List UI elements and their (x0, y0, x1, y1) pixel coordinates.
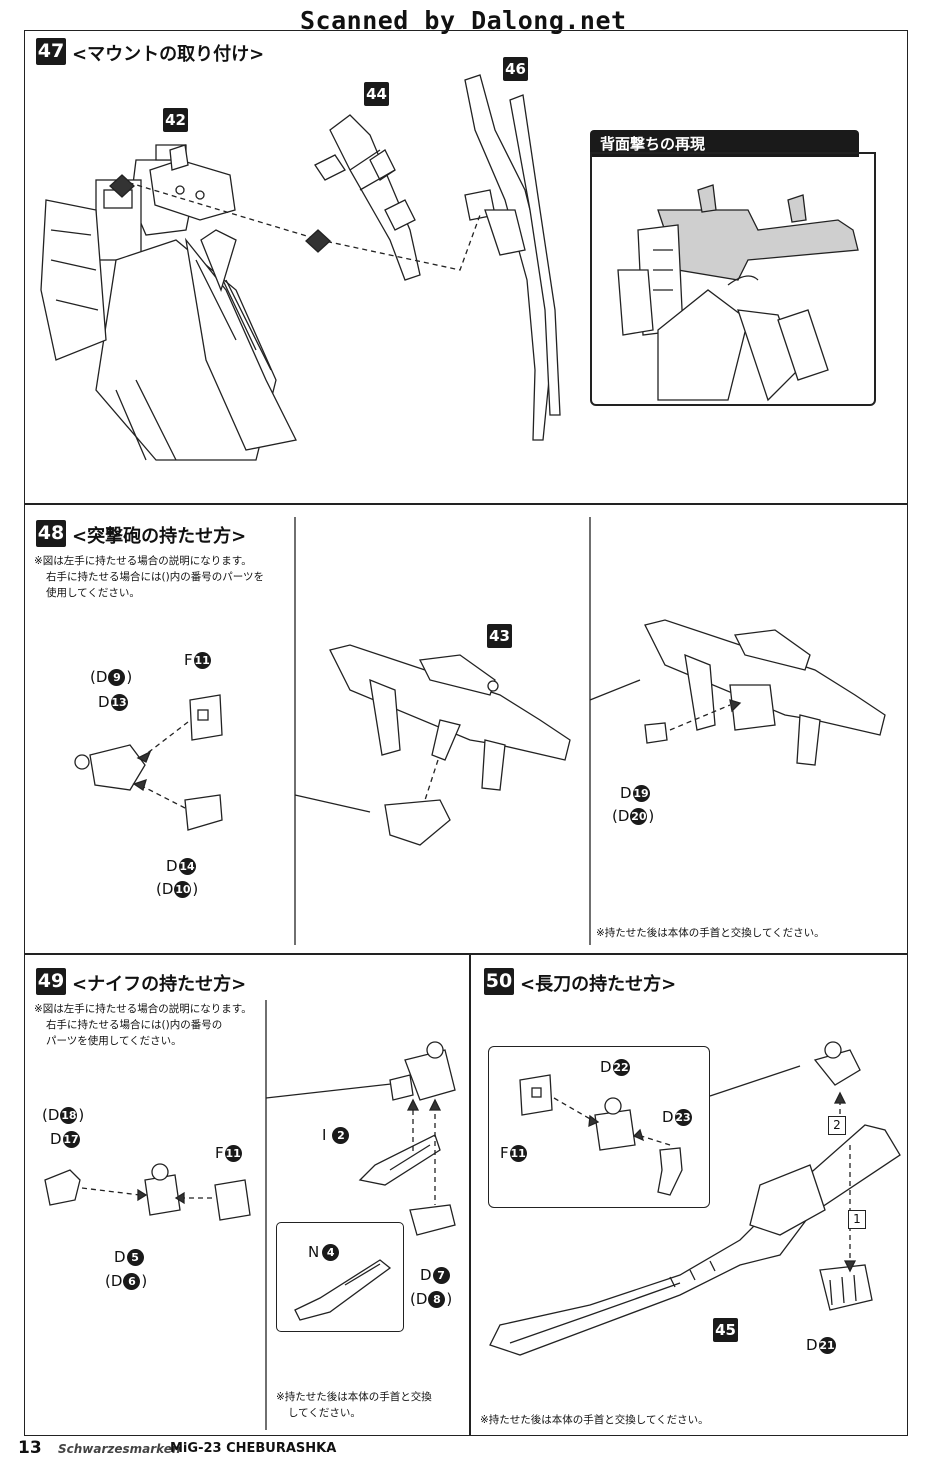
step-48-divider-lines (294, 517, 641, 945)
part-d20-number: 20 (630, 807, 648, 825)
part-42-label: 42 (163, 108, 188, 132)
part-f11-number-step50: 11 (509, 1144, 527, 1162)
knife-alt-illustration (294, 1259, 392, 1321)
step-48-note-line-1: ※図は左手に持たせる場合の説明になります。 (34, 555, 252, 567)
step-49-note-line-3: パーツを使用してください。 (46, 1035, 182, 1047)
step-49-panel (24, 954, 470, 1436)
assault-gun-grip-illustration (644, 619, 886, 766)
part-d17-number: 17 (62, 1130, 80, 1148)
part-45-label: 45 (713, 1318, 738, 1342)
step-49-note-line-2: 右手に持たせる場合には()内の番号の (46, 1019, 223, 1031)
part-d23-number: 23 (674, 1108, 692, 1126)
part-d9-number: 9 (108, 668, 126, 686)
part-d8-number: 8 (428, 1290, 446, 1308)
step-48-note-line-2: 右手に持たせる場合には()内の番号のパーツを (46, 571, 264, 583)
step-47-title: <マウントの取り付け> (72, 44, 265, 65)
footer-model: MiG-23 CHEBURASHKA (170, 1441, 337, 1456)
part-d18-number: 18 (60, 1106, 78, 1124)
part-d5-number: 5 (126, 1248, 144, 1266)
part-f11-number-step49: 11 (224, 1144, 242, 1162)
part-d21-number: 21 (818, 1336, 836, 1354)
part-n4-number: 4 (322, 1243, 340, 1261)
step-47-panel (24, 30, 908, 504)
knife-illustration (358, 1041, 456, 1236)
part-43-label: 43 (487, 624, 512, 648)
part-d22-number: 22 (612, 1058, 630, 1076)
part-d14-number: 14 (178, 857, 196, 875)
order-step-2: 2 (828, 1116, 846, 1135)
step-50-hand-assembly-illustration (519, 1074, 683, 1196)
part-d13-number: 13 (110, 693, 128, 711)
step-49-note-line-1: ※図は左手に持たせる場合の説明になります。 (34, 1003, 252, 1015)
step-48-panel (24, 504, 908, 954)
part-d6-number: 6 (123, 1272, 141, 1290)
step-50-title: <長刀の持たせ方> (520, 974, 677, 995)
step-50-panel (470, 954, 908, 1436)
assault-gun-illustration (329, 644, 571, 846)
part-46-label: 46 (503, 57, 528, 81)
step-47-number: 47 (36, 38, 66, 65)
step-50-hand-subpanel (488, 1046, 710, 1208)
step-49-hand-assembly-illustration (44, 1163, 251, 1221)
footer-series: Schwarzesmarken (58, 1442, 181, 1456)
part-i2-number: 2 (332, 1126, 350, 1144)
knife-alt-subpanel (276, 1222, 404, 1332)
part-d10-number: 10 (174, 880, 192, 898)
page-number: 13 (18, 1438, 42, 1458)
step-48-hand-assembly-illustration (74, 694, 223, 831)
step-48-title: <突撃砲の持たせ方> (72, 526, 247, 547)
inset-rear-fire-panel (590, 152, 876, 406)
part-d7-number: 7 (432, 1266, 450, 1284)
order-step-1: 1 (848, 1210, 866, 1229)
step-47-assembly-lines (109, 174, 481, 271)
sword-part-illustration (464, 74, 561, 441)
step-48-note-line-3: 使用してください。 (46, 587, 140, 599)
step-49-title: <ナイフの持たせ方> (72, 974, 247, 995)
inset-rear-fire-illustration (617, 184, 859, 402)
long-sword-illustration (489, 1041, 901, 1356)
step-48-number: 48 (36, 520, 66, 547)
step-49-number: 49 (36, 968, 66, 995)
step-50-number: 50 (484, 968, 514, 995)
part-d19-number: 19 (632, 784, 650, 802)
step-49-footnote-line-2: してください。 (288, 1407, 361, 1419)
part-f11-number-step48: 11 (193, 651, 211, 669)
rifle-part-illustration (314, 114, 421, 281)
mount-part-illustration (149, 144, 236, 221)
part-44-label: 44 (364, 82, 389, 106)
step-50-footnote: ※持たせた後は本体の手首と交換してください。 (480, 1414, 709, 1426)
step-48-footnote: ※持たせた後は本体の手首と交換してください。 (596, 927, 825, 939)
step-49-footnote-line-1: ※持たせた後は本体の手首と交換 (276, 1391, 432, 1403)
